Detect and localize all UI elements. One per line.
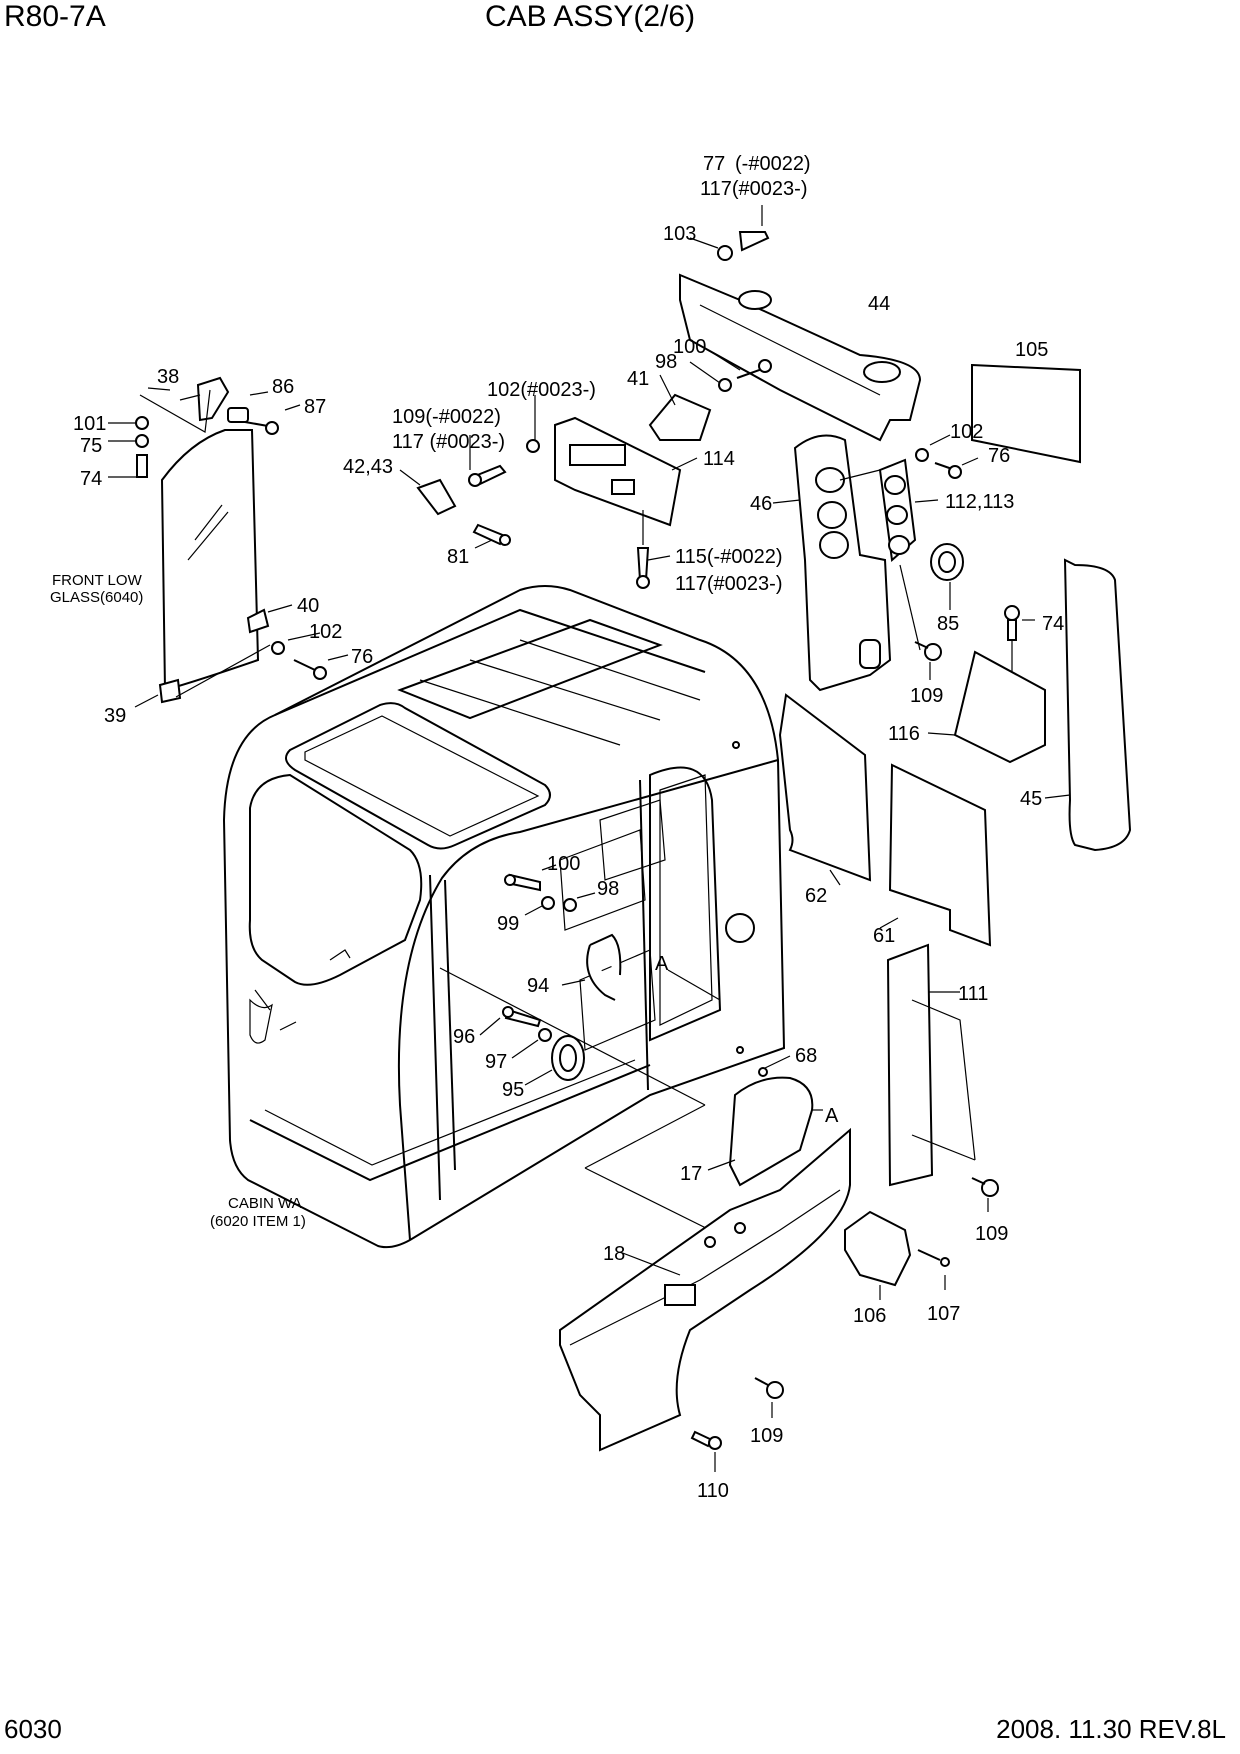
callout-74-left: 74 (80, 468, 102, 490)
bracket-116 (953, 650, 1046, 764)
callout-109-right: 109 (910, 685, 943, 707)
strip-111 (886, 943, 934, 1187)
callout-98-top: 98 (655, 351, 677, 373)
callout-100-top: 100 (673, 336, 706, 358)
callout-86: 86 (272, 376, 294, 398)
panel-46 (793, 434, 892, 692)
cab-frame (222, 585, 786, 1249)
callout-76-left: 76 (351, 646, 373, 668)
callout-87: 87 (304, 396, 326, 418)
callout-105: 105 (1015, 339, 1048, 361)
callout-115: 115(-#0022) (675, 546, 782, 568)
callout-85: 85 (937, 613, 959, 635)
callout-103: 103 (663, 223, 696, 245)
callout-46: 46 (750, 493, 772, 515)
callout-62: 62 (805, 885, 827, 907)
panel-62 (778, 693, 872, 882)
callout-109-bottom: 109 (750, 1425, 783, 1447)
callout-109-mid: 109(-#0022) (392, 406, 501, 428)
callout-61: 61 (873, 925, 895, 947)
callout-44: 44 (868, 293, 890, 315)
front-low-glass (160, 429, 260, 692)
note-front-low-glass-1: FRONT LOW (52, 572, 143, 589)
callout-116: 116 (888, 723, 920, 745)
callout-74-right: 74 (1042, 613, 1064, 635)
callout-101: 101 (73, 413, 106, 435)
callout-40: 40 (297, 595, 319, 617)
callout-76-right: 76 (988, 445, 1010, 467)
date-revision: 2008. 11.30 REV.8L (996, 1714, 1226, 1744)
callout-77-note: (-#0022) (735, 153, 811, 175)
callout-A-panel: A (825, 1105, 839, 1127)
lower-panels (559, 1055, 950, 1472)
callout-102-mid: 102(#0023-) (487, 379, 596, 401)
callout-41: 41 (627, 368, 649, 390)
callout-42-43: 42,43 (343, 456, 393, 478)
note-cabin-wa-1: CABIN WA (228, 1195, 302, 1212)
callout-68: 68 (795, 1045, 817, 1067)
page-number: 6030 (4, 1714, 62, 1744)
panel-17 (728, 1076, 814, 1187)
callout-110: 110 (697, 1480, 729, 1502)
callout-102-right: 102 (950, 421, 983, 443)
plate-105 (971, 363, 1081, 464)
callout-95: 95 (502, 1079, 524, 1101)
note-front-low-glass-2: GLASS(6040) (50, 589, 143, 606)
bracket-38 (196, 376, 230, 422)
callout-117-low: 117(#0023-) (675, 573, 782, 595)
callout-45: 45 (1020, 788, 1042, 810)
model-code: R80-7A (4, 0, 106, 33)
panel-61 (888, 763, 992, 947)
callout-107: 107 (927, 1303, 960, 1325)
callout-117-top: 117(#0023-) (700, 178, 807, 200)
pillar-cover-45 (1063, 558, 1132, 852)
callout-106: 106 (853, 1305, 886, 1327)
right-panels (772, 363, 1132, 1212)
callout-18: 18 (603, 1243, 625, 1265)
stopper-39 (158, 678, 182, 704)
callout-77: 77 (703, 153, 725, 175)
callout-94: 94 (527, 975, 549, 997)
callout-labels: 77 (-#0022) 117(#0023-) 103 44 105 100 9… (73, 153, 1064, 1502)
callout-39: 39 (104, 705, 126, 727)
page-title: CAB ASSY(2/6) (485, 0, 696, 33)
bracket-40 (246, 608, 270, 634)
callout-75: 75 (80, 435, 102, 457)
callout-81: 81 (447, 546, 469, 568)
callout-109-panel: 109 (975, 1223, 1008, 1245)
note-cabin-wa-2: (6020 ITEM 1) (210, 1213, 306, 1230)
callout-98-cab: 98 (597, 878, 619, 900)
panel-18 (559, 1127, 851, 1452)
callout-114: 114 (703, 448, 735, 470)
trim-panel-44 (679, 273, 922, 442)
callout-100-cab: 100 (547, 853, 580, 875)
callout-38: 38 (157, 366, 179, 388)
callout-97: 97 (485, 1051, 507, 1073)
callout-99: 99 (497, 913, 519, 935)
holder-106 (844, 1210, 912, 1287)
cab-hardware (479, 864, 622, 1086)
front-low-glass-group (108, 376, 349, 708)
bracket-42-43 (416, 478, 457, 516)
callout-17: 17 (680, 1163, 702, 1185)
callout-A-cab: A (655, 953, 669, 975)
callout-111: 111 (958, 983, 988, 1005)
top-parts (399, 205, 922, 589)
notes: FRONT LOW GLASS(6040) CABIN WA (6020 ITE… (50, 572, 306, 1230)
bracket-41 (648, 393, 712, 441)
callout-96: 96 (453, 1026, 475, 1048)
callout-112-113: 112,113 (945, 491, 1014, 513)
callout-102-left: 102 (309, 621, 342, 643)
callout-117-mid: 117 (#0023-) (392, 431, 505, 453)
